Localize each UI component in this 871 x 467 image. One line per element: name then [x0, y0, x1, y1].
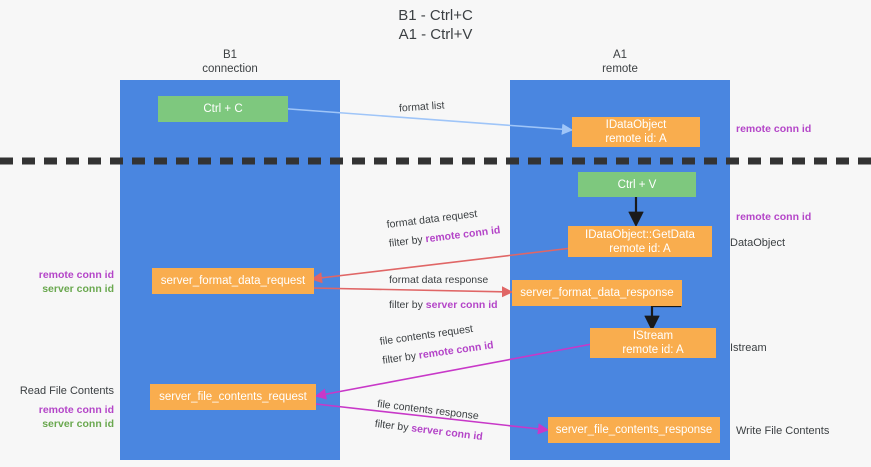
- label-group-file-contents-response: file contents response filter by server …: [374, 398, 486, 445]
- label-file-contents-request-filter-key: remote conn id: [418, 339, 495, 362]
- side-label-remote-conn-id-top: remote conn id: [736, 123, 812, 135]
- label-file-contents-request-filter-prefix: filter by: [381, 349, 420, 367]
- node-ctrl-v[interactable]: Ctrl + V: [578, 172, 696, 197]
- node-server-format-data-request[interactable]: server_format_data_request: [152, 268, 314, 294]
- node-server-file-contents-request[interactable]: server_file_contents_request: [150, 384, 316, 410]
- lane-header-b1: B1 connection: [202, 49, 258, 75]
- label-format-data-response: format data response: [389, 274, 489, 286]
- label-format-data-response-filter-key: server conn id: [425, 299, 498, 311]
- label-format-data-response-filter-prefix: filter by: [389, 299, 426, 311]
- node-server-format-data-response[interactable]: server_format_data_response: [512, 280, 682, 306]
- label-group-format-data-response: format data response filter by server co…: [389, 274, 498, 313]
- side-label-remote-conn-id-left-2: remote conn id: [38, 404, 114, 416]
- label-file-contents-response-filter-prefix: filter by: [374, 417, 413, 435]
- label-group-file-contents-request: file contents request filter by remote c…: [379, 320, 495, 368]
- node-server-file-contents-response[interactable]: server_file_contents_response: [548, 417, 720, 443]
- page-title: B1 - Ctrl+C A1 - Ctrl+V: [398, 7, 473, 43]
- side-label-group-conn-ids-bottom: remote conn id server conn id: [0, 403, 114, 431]
- node-istream[interactable]: IStream remote id: A: [590, 328, 716, 358]
- side-label-dataobject: DataObject: [730, 237, 786, 249]
- label-format-data-request-filter-prefix: filter by: [388, 233, 427, 250]
- label-format-list: format list: [398, 99, 445, 115]
- side-label-istream: Istream: [730, 342, 767, 354]
- side-label-write-file-contents: Write File Contents: [736, 425, 830, 437]
- side-label-group-conn-ids-top: remote conn id server conn id: [0, 268, 114, 296]
- node-idataobject[interactable]: IDataObject remote id: A: [572, 117, 700, 147]
- side-label-read-file-contents: Read File Contents: [19, 385, 114, 397]
- label-format-data-request-filter-key: remote conn id: [424, 224, 501, 246]
- lane-header-a1: A1 remote: [602, 49, 638, 75]
- side-label-remote-conn-id-left: remote conn id: [38, 269, 114, 281]
- side-label-server-conn-id-left-2: server conn id: [42, 418, 114, 430]
- node-idataobject-getdata[interactable]: IDataObject::GetData remote id: A: [568, 226, 712, 257]
- label-file-contents-response-filter-key: server conn id: [410, 422, 484, 443]
- side-label-server-conn-id-left: server conn id: [42, 283, 114, 295]
- label-group-format-data-request: format data request filter by remote con…: [386, 205, 501, 251]
- node-ctrl-c[interactable]: Ctrl + C: [158, 96, 288, 122]
- side-label-remote-conn-id-mid: remote conn id: [736, 211, 812, 223]
